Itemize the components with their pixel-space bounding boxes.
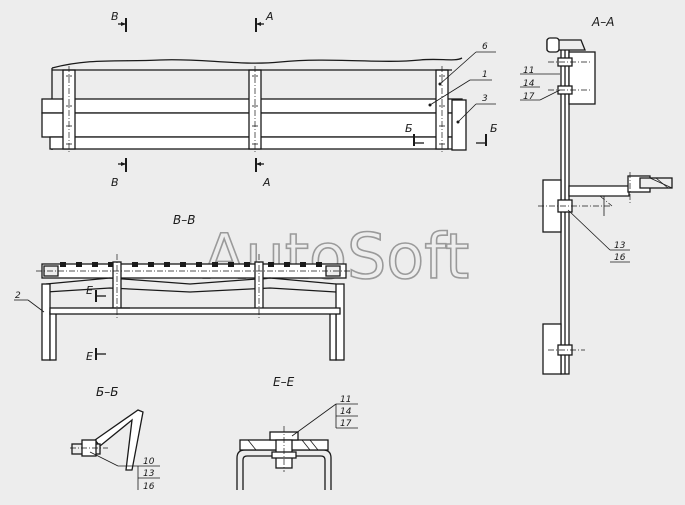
section-a-a: А–А 11 14 17 1 — [520, 15, 673, 375]
cut-letter-a-top: А — [265, 10, 274, 23]
section-title-v-v: В–В — [173, 213, 195, 227]
cut-letter-b-left: Б — [405, 122, 413, 135]
callout-aa-17: 17 — [523, 92, 535, 102]
callout-bb-13: 13 — [143, 469, 155, 479]
callout-bb-16: 16 — [143, 482, 155, 492]
callout-bb-10: 10 — [143, 457, 155, 467]
section-v-v: В–В — [14, 213, 352, 363]
callout-6: 6 — [482, 42, 488, 52]
section-e-e: Е–Е 11 14 17 — [236, 375, 358, 490]
callout-aa-13: 13 — [614, 241, 626, 251]
callout-aa-11: 11 — [523, 66, 534, 76]
callout-3: 3 — [482, 94, 488, 104]
cut-letter-b-right: Б — [490, 122, 498, 135]
section-b-b: Б–Б 10 13 16 — [70, 385, 160, 492]
section-title-e-e: Е–Е — [273, 375, 295, 389]
main-plan-view: В А В А Б Б 6 1 3 — [41, 10, 498, 189]
callout-ee-17: 17 — [340, 419, 352, 429]
cut-letter-v-bottom: В — [111, 176, 119, 189]
section-title-b-b: Б–Б — [96, 385, 118, 399]
cut-letter-a-bottom: А — [262, 176, 271, 189]
watermark: AutoSoft — [203, 220, 469, 293]
cut-letter-v-top: В — [111, 10, 119, 23]
section-title-a-a: А–А — [591, 15, 614, 29]
callout-aa-14: 14 — [523, 79, 535, 89]
cut-letter-e-bottom: Е — [86, 350, 93, 363]
callout-ee-11: 11 — [340, 395, 351, 405]
callout-1: 1 — [482, 70, 488, 80]
cut-letter-e-top: Е — [86, 284, 93, 297]
callout-2: 2 — [15, 291, 21, 301]
callout-ee-14: 14 — [340, 407, 352, 417]
callout-aa-16: 16 — [614, 253, 626, 263]
